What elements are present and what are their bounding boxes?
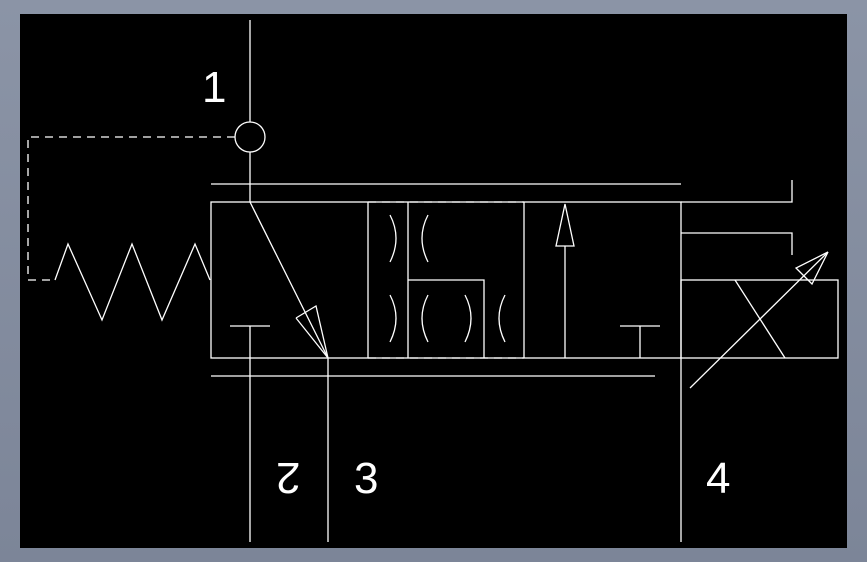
up-arrow-icon [555,203,575,247]
spring-icon [54,242,211,322]
throttle-arc-icon [421,294,429,343]
pilot-line [27,136,235,281]
throttle-arc-icon [498,294,506,343]
port-label-4: 4 [706,454,731,503]
adjustable-arrow-icon [794,251,829,286]
port-label-3: 3 [354,454,379,503]
throttle-arc-icon [421,214,429,263]
middle-channel-right [408,279,485,358]
adjustable-arrow-line [689,251,829,389]
pilot-junction-circle [234,121,266,153]
throttle-arc-icon [389,294,397,343]
port-label-2: 2 [276,453,301,502]
drawing-canvas [20,14,847,548]
lever-actuator-lower [681,232,793,255]
throttle-arc-icon [464,294,472,343]
throttle-arc-icon [389,214,397,263]
lever-actuator [681,180,793,203]
solenoid-box [680,279,839,359]
flow-arrow-icon [295,304,329,359]
flow-diagonal [249,201,329,359]
port-label-1: 1 [202,63,227,112]
